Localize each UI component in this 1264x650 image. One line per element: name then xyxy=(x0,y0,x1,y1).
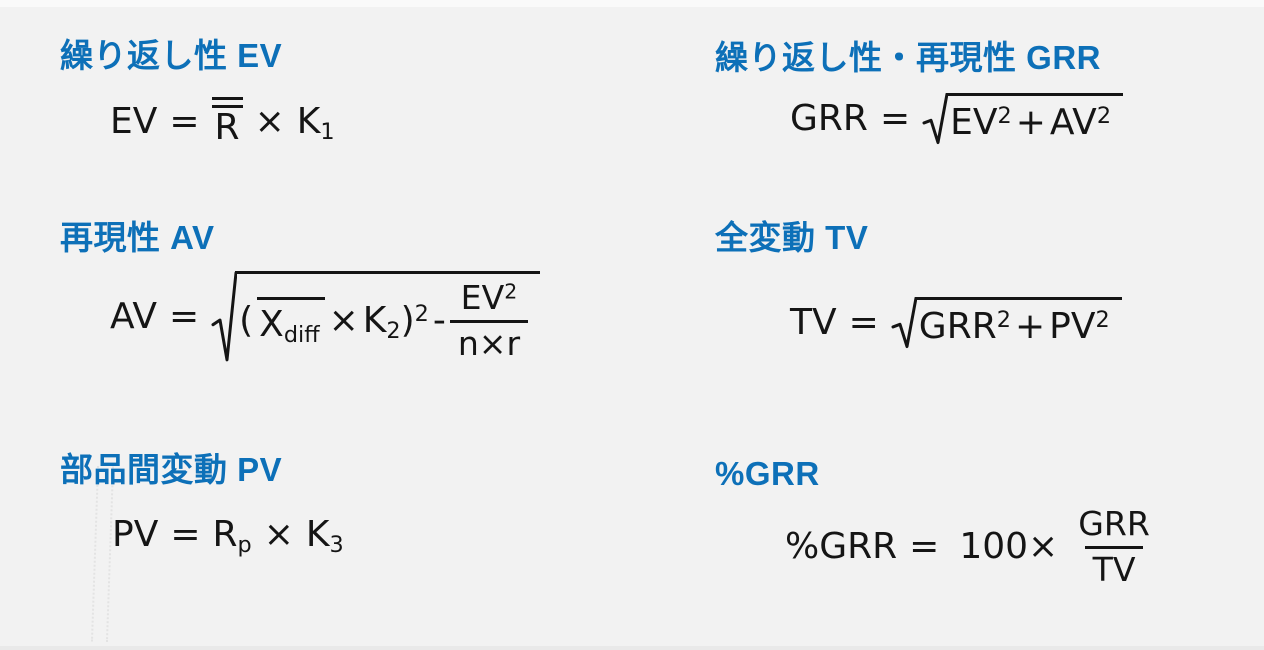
coefficient-value: 100 xyxy=(959,526,1029,568)
close-paren: ) xyxy=(400,300,415,342)
equals-sign: = xyxy=(168,296,200,338)
section-tv: 全変動 TV TV = GRR2 + PV2 xyxy=(715,219,1122,349)
k-subscript: 1 xyxy=(320,118,335,145)
av-squared: AV2 xyxy=(1050,103,1111,143)
term: AV xyxy=(1049,101,1097,143)
k-base: K xyxy=(362,300,387,342)
formula-pv: PV = Rp × K3 xyxy=(112,513,344,559)
radicand: EV2 + AV2 xyxy=(946,92,1124,145)
x-subscript: diff xyxy=(283,322,320,349)
exponent: 2 xyxy=(997,102,1012,129)
plus-sign: + xyxy=(1015,101,1046,143)
formula-grr: GRR = EV2 + AV2 xyxy=(790,92,1124,145)
equals-sign: = xyxy=(909,526,940,568)
multiply-sign: × xyxy=(263,513,294,555)
equals-sign: = xyxy=(879,97,911,139)
fraction-denominator: n×r xyxy=(449,319,529,362)
coefficient: 100× xyxy=(959,527,1058,567)
radical-sign xyxy=(891,297,917,349)
pv-squared: PV2 xyxy=(1049,307,1110,347)
math-lhs: %GRR xyxy=(785,526,898,568)
multiply-sign: × xyxy=(254,100,285,142)
exponent: 2 xyxy=(504,279,518,304)
term: EV xyxy=(460,277,505,317)
rp-term: Rp xyxy=(212,513,252,559)
term: GRR xyxy=(918,305,997,347)
section-tv-heading: 全変動 TV xyxy=(715,219,869,256)
term: PV xyxy=(1049,305,1096,347)
k-subscript: 3 xyxy=(329,532,344,559)
bottom-edge-shadow xyxy=(0,646,1264,650)
math-lhs: GRR xyxy=(790,97,868,139)
minus-sign: - xyxy=(432,300,446,342)
grr-squared: GRR2 xyxy=(919,307,1011,347)
fraction-denominator: TV xyxy=(1084,545,1144,588)
exponent: 2 xyxy=(1095,306,1110,333)
exponent: 2 xyxy=(414,301,429,328)
math-lhs: TV xyxy=(790,301,837,343)
term: EV xyxy=(950,101,998,143)
radical-sign xyxy=(211,271,237,364)
radicand: GRR2 + PV2 xyxy=(914,296,1122,349)
r-base: R xyxy=(212,513,238,555)
equals-sign: = xyxy=(170,513,201,555)
multiply-sign: × xyxy=(1028,526,1059,568)
section-pv: 部品間変動 PV PV = Rp × K3 xyxy=(60,451,344,559)
square-root: GRR2 + PV2 xyxy=(891,296,1122,349)
section-pgrr: %GRR %GRR = 100× GRR TV xyxy=(715,455,1158,588)
exponent: 2 xyxy=(1096,102,1112,129)
section-grr: 繰り返し性・再現性 GRR GRR = EV2 + AV2 xyxy=(715,39,1124,145)
square-root: ( Xdiff × K2)2 - EV2 n×r xyxy=(211,270,541,364)
formula-av: AV = ( Xdiff × K2)2 - EV2 n×r xyxy=(110,270,541,364)
radical-sign xyxy=(922,93,948,145)
section-ev-heading: 繰り返し性 EV xyxy=(60,37,283,74)
k1-term: K1 xyxy=(296,100,335,145)
equals-sign: = xyxy=(848,301,879,343)
x-base: X xyxy=(259,304,284,346)
square-root: EV2 + AV2 xyxy=(922,92,1124,145)
formula-ev: EV = R × K1 xyxy=(110,96,335,146)
r-double-overbar: R xyxy=(211,96,243,146)
ev-squared: EV2 xyxy=(950,103,1012,143)
exponent: 2 xyxy=(996,306,1011,333)
equals-sign: = xyxy=(169,100,200,142)
math-lhs: PV xyxy=(112,513,159,555)
section-grr-heading: 繰り返し性・再現性 GRR xyxy=(715,39,1101,76)
formula-tv: TV = GRR2 + PV2 xyxy=(790,296,1122,349)
k2-paren-squared: K2)2 xyxy=(362,300,429,343)
top-edge-highlight xyxy=(0,0,1264,7)
formula-pgrr: %GRR = 100× GRR TV xyxy=(785,503,1158,588)
section-pv-heading: 部品間変動 PV xyxy=(60,451,283,488)
fraction: EV2 n×r xyxy=(449,277,529,362)
k3-term: K3 xyxy=(305,513,344,559)
section-pgrr-heading: %GRR xyxy=(715,455,820,492)
fraction-numerator: EV2 xyxy=(453,277,526,320)
open-paren: ( xyxy=(239,300,254,342)
plus-sign: + xyxy=(1014,305,1046,347)
section-av-heading: 再現性 AV xyxy=(60,219,215,256)
k-subscript: 2 xyxy=(386,318,401,345)
section-av: 再現性 AV AV = ( Xdiff × K2)2 - EV2 n×r xyxy=(60,219,541,364)
r-subscript: p xyxy=(237,532,252,559)
section-ev: 繰り返し性 EV EV = R × K1 xyxy=(60,37,335,146)
math-lhs: AV xyxy=(110,296,157,338)
radicand: ( Xdiff × K2)2 - EV2 n×r xyxy=(235,270,541,364)
k-base: K xyxy=(296,100,321,142)
k-base: K xyxy=(305,513,330,555)
fraction-numerator: GRR xyxy=(1078,503,1150,543)
math-lhs: EV xyxy=(110,100,158,142)
fraction: GRR TV xyxy=(1070,503,1158,588)
multiply-sign: × xyxy=(328,300,359,342)
xdiff-overbar: Xdiff xyxy=(257,297,325,347)
